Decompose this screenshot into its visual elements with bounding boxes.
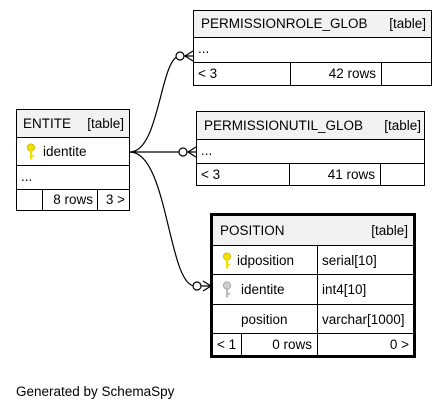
column-type: serial[10]: [322, 253, 377, 268]
table-permissionrole-glob[interactable]: PERMISSIONROLE_GLOB [table] ... < 3 42 r…: [193, 10, 432, 86]
table-permissionutil-glob[interactable]: PERMISSIONUTIL_GLOB [table] ... < 3 41 r…: [196, 111, 425, 186]
relationship-marker-permissionutil: [178, 147, 188, 157]
table-name: ENTITE: [23, 116, 72, 131]
parents-count[interactable]: < 1: [217, 337, 237, 352]
columns-ellipsis: ...: [201, 143, 213, 158]
row-count: 0 rows: [272, 337, 312, 352]
table-position[interactable]: POSITION [table] idposition serial[10] i…: [210, 213, 416, 358]
table-type-label: [table]: [87, 116, 124, 131]
table-name: POSITION: [220, 223, 285, 238]
relationship-marker-permissionrole: [175, 51, 185, 61]
relationship-line-position: [129, 151, 212, 287]
table-header: POSITION [table]: [213, 216, 413, 246]
table-header: ENTITE [table]: [17, 110, 129, 138]
primary-key-icon: [223, 252, 231, 269]
table-name: PERMISSIONROLE_GLOB: [201, 16, 368, 31]
parents-count[interactable]: < 3: [201, 167, 221, 182]
column-row[interactable]: position varchar[1000]: [213, 305, 413, 334]
primary-key-icon: [27, 143, 35, 160]
column-name: identite: [241, 282, 285, 297]
children-count[interactable]: 0 >: [389, 337, 409, 352]
column-row[interactable]: idposition serial[10]: [213, 246, 413, 275]
relationship-marker-position: [192, 281, 202, 291]
table-header: PERMISSIONROLE_GLOB [table]: [194, 11, 431, 38]
foreign-key-icon: [223, 281, 231, 298]
column-row[interactable]: identite: [17, 138, 129, 166]
crowfoot-permissionrole: [183, 50, 194, 62]
column-type: int4[10]: [322, 282, 367, 297]
column-type: varchar[1000]: [322, 312, 405, 327]
generated-by-footer: Generated by SchemaSpy: [16, 384, 175, 399]
table-header: PERMISSIONUTIL_GLOB [table]: [197, 112, 424, 140]
table-type-label: [table]: [384, 118, 421, 133]
table-name: PERMISSIONUTIL_GLOB: [204, 118, 364, 133]
column-name: idposition: [237, 253, 295, 268]
columns-ellipsis: ...: [21, 169, 33, 184]
table-type-label: [table]: [389, 16, 426, 31]
column-row[interactable]: identite int4[10]: [213, 275, 413, 305]
columns-ellipsis-row: ...: [17, 166, 129, 190]
row-count: 8 rows: [53, 192, 93, 207]
stats-row: < 3 41 rows: [197, 164, 424, 185]
columns-ellipsis: ...: [198, 41, 210, 56]
row-count: 42 rows: [328, 66, 376, 81]
columns-ellipsis-row: ...: [194, 38, 431, 63]
columns-ellipsis-row: ...: [197, 140, 424, 164]
column-name: identite: [43, 144, 87, 159]
stats-row: < 3 42 rows: [194, 63, 431, 85]
crowfoot-permissionutil: [186, 146, 197, 158]
children-count[interactable]: 3 >: [105, 192, 125, 207]
column-name: position: [241, 312, 288, 327]
stats-row: < 1 0 rows 0 >: [213, 334, 413, 355]
parents-count[interactable]: < 3: [198, 66, 218, 81]
relationship-line-permissionrole: [129, 55, 193, 153]
stats-row: 8 rows 3 >: [17, 190, 129, 210]
table-type-label: [table]: [371, 223, 408, 238]
table-entite[interactable]: ENTITE [table] identite ... 8 rows 3 >: [16, 109, 130, 211]
row-count: 41 rows: [327, 167, 375, 182]
